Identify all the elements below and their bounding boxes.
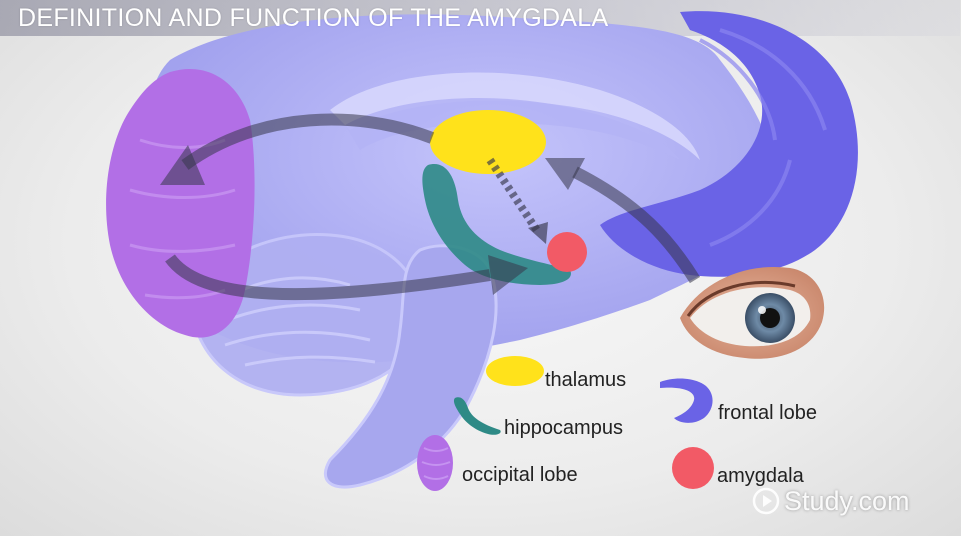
corpus-callosum-shape — [330, 72, 700, 160]
legend-amygdala-swatch — [672, 447, 714, 489]
legend-label-amygdala: amygdala — [717, 465, 804, 487]
occipital-lobe-folds — [129, 138, 236, 300]
watermark-text: Study.com — [784, 485, 910, 516]
legend-thalamus-swatch — [486, 356, 544, 386]
legend-hippocampus-swatch — [453, 397, 501, 435]
eye-icon — [680, 266, 825, 359]
amygdala-region — [547, 232, 587, 272]
corpus-callosum-inner — [345, 98, 680, 160]
legend-label-frontal-lobe: frontal lobe — [718, 402, 817, 424]
frontal-lobe-folds — [699, 28, 827, 247]
hippocampus-region — [422, 164, 571, 285]
thalamus-region — [430, 110, 546, 174]
thalamus-to-amygdala-arrow — [486, 157, 542, 235]
cerebellum-folds — [214, 276, 376, 367]
occipital-arrow-head — [160, 145, 205, 185]
legend-occipital-folds — [421, 447, 451, 480]
occipital-lobe-region — [106, 68, 255, 338]
thalamus-arrow-head — [545, 158, 585, 190]
hippocampus-arrow-head — [488, 255, 528, 295]
study-watermark: Study.com — [752, 484, 910, 518]
legend-label-hippocampus: hippocampus — [504, 417, 623, 439]
legend-label-thalamus: thalamus — [545, 369, 627, 391]
eye-to-thalamus-arrow — [572, 166, 701, 284]
page-title: DEFINITION AND FUNCTION OF THE AMYGDALA — [18, 4, 609, 32]
dotted-arrow-head — [528, 222, 548, 244]
legend-label-occipital-lobe: occipital lobe — [462, 464, 578, 486]
thalamus-to-occipital-arrow — [181, 113, 435, 170]
legend-frontal-lobe-swatch — [660, 378, 713, 423]
occipital-to-hippocampus-arrow — [165, 254, 491, 301]
play-circle-icon — [752, 487, 780, 515]
